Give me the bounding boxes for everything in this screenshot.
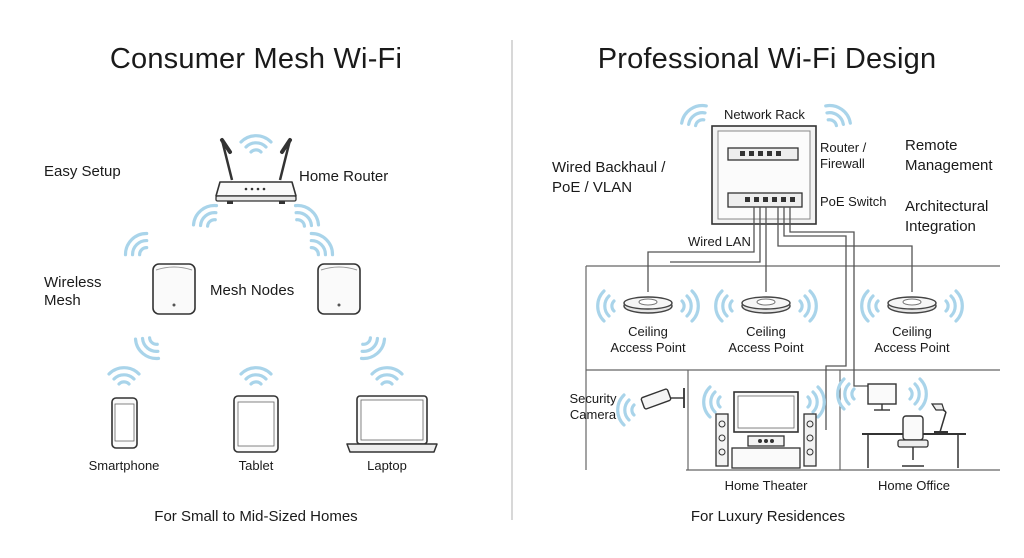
left-panel-footer: For Small to Mid-Sized Homes <box>154 508 358 525</box>
remote-management-label-line1: Remote <box>905 137 958 154</box>
mesh-node-left-icon <box>119 227 196 315</box>
device-label-smartphone: Smartphone <box>88 458 160 473</box>
left-panel-title: Consumer Mesh Wi-Fi <box>109 43 403 75</box>
right-panel-title: Professional Wi-Fi Design <box>597 43 937 75</box>
router-firewall-label-line1: Router / <box>820 140 867 155</box>
access-point-3-label-line2: Access Point <box>874 340 950 355</box>
security-camera-label-line1: Security <box>569 391 617 406</box>
router-firewall-label-line2: Firewall <box>820 156 865 171</box>
network-rack-label: Network Rack <box>724 107 805 122</box>
access-point-2-label-line1: Ceiling <box>746 324 786 339</box>
poe-switch-label: PoE Switch <box>820 194 887 209</box>
home-office-label: Home Office <box>877 478 950 493</box>
tablet-icon <box>233 366 279 453</box>
access-point-2-label-line2: Access Point <box>728 340 804 355</box>
wireless-mesh-label-line2: Mesh <box>44 292 81 309</box>
access-point-2-icon <box>714 289 818 323</box>
house-floorplan <box>585 265 1000 471</box>
architectural-integration-label-line2: Integration <box>905 218 976 235</box>
easy-setup-label: Easy Setup <box>44 163 121 180</box>
remote-management-label-line2: Management <box>905 157 993 174</box>
home-office-icon <box>836 377 966 468</box>
smartphone-icon <box>107 366 141 449</box>
home-router-icon <box>215 134 297 204</box>
wired-backhaul-label-line2: PoE / VLAN <box>552 179 633 196</box>
network-rack-icon <box>676 99 856 225</box>
access-point-3-label-line1: Ceiling <box>892 324 932 339</box>
access-point-1-label-line1: Ceiling <box>628 324 668 339</box>
right-panel-footer: For Luxury Residences <box>690 508 846 525</box>
access-point-3-icon <box>860 289 964 323</box>
architectural-integration-label-line1: Architectural <box>905 198 989 215</box>
wireless-mesh-label-line1: Wireless <box>44 274 102 291</box>
wired-backhaul-label-line1: Wired Backhaul / <box>552 159 666 176</box>
wired-lan-label: Wired LAN <box>688 234 751 249</box>
mesh-nodes-label: Mesh Nodes <box>210 282 295 299</box>
home-theater-icon <box>702 385 826 469</box>
access-point-1-icon <box>596 289 700 323</box>
home-router-label: Home Router <box>299 168 389 185</box>
security-camera-icon <box>616 388 685 427</box>
home-theater-label: Home Theater <box>724 478 808 493</box>
device-label-laptop: Laptop <box>367 458 407 473</box>
access-point-1-label-line2: Access Point <box>610 340 686 355</box>
laptop-icon <box>346 366 438 453</box>
wired-lan-cables <box>647 207 913 430</box>
security-camera-label-line2: Camera <box>569 407 617 422</box>
mesh-node-right-icon <box>302 227 361 315</box>
device-label-tablet: Tablet <box>238 458 274 473</box>
